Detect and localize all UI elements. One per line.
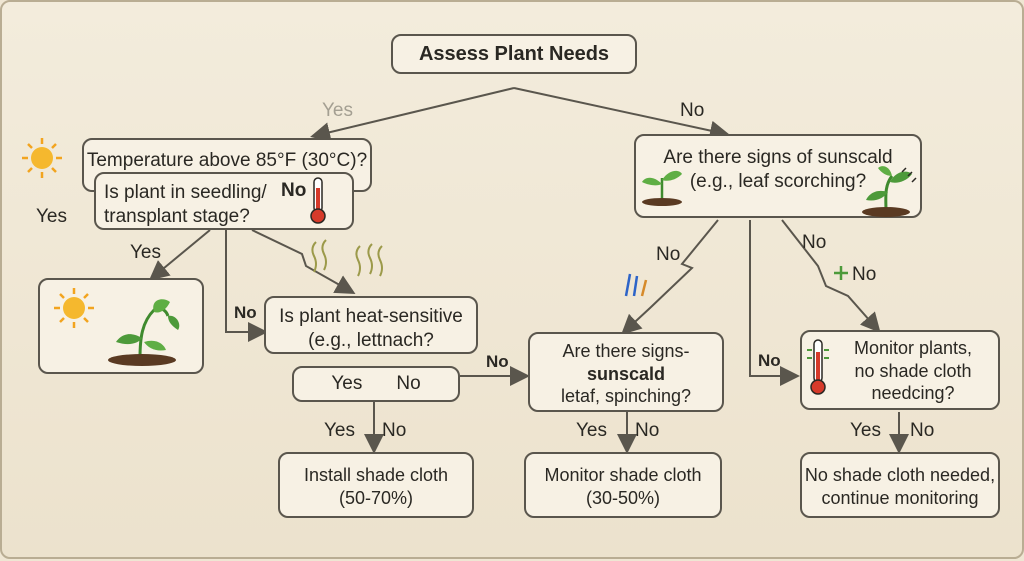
sprout-icon <box>834 266 848 280</box>
title-box: Assess Plant Needs <box>391 34 637 74</box>
node-signs-line1: Are there signs- <box>562 341 690 361</box>
node-yes-no-yes: Yes <box>331 373 363 394</box>
wind-icon <box>624 273 648 297</box>
node-temperature-text: Temperature above 85°F (30°C)? <box>86 150 368 171</box>
node-yes-no-no: No <box>396 373 421 394</box>
node-install-line1: Install shade cloth <box>303 465 449 485</box>
node-no-shade: No shade cloth needed, continue monitori… <box>800 452 1000 518</box>
label-top-no: No <box>680 100 705 121</box>
node-signs-line3: letaf, spinching? <box>560 386 692 406</box>
node-monitor-shade-line1: Monitor shade cloth <box>544 465 702 485</box>
scorched-plant-icon <box>862 166 917 217</box>
thermometer-icon-2 <box>807 339 829 395</box>
node-seedling: Is plant in seedling/ transplant stage? <box>94 172 354 230</box>
edge-seedling-no <box>225 230 268 342</box>
node-sunscald-line2: (e.g., leaf scorching? <box>689 170 867 192</box>
label-sunscald-no4: No <box>758 351 781 370</box>
label-heat-no: No <box>234 303 257 322</box>
edge-title-yes <box>310 87 515 142</box>
node-signs-sunscald: Are there signs- sunscald letaf, spinchi… <box>528 332 724 412</box>
label-seedling-yes: Yes <box>130 242 161 263</box>
node-heat-sensitive: Is plant heat-sensitive (e.g., lettnach? <box>264 296 478 354</box>
node-sunscald-line1: Are there signs of sunscald <box>663 147 893 168</box>
node-sunscald: Are there signs of sunscald (e.g., leaf … <box>634 134 922 218</box>
label-install-no: No <box>382 420 407 441</box>
label-sunscald-no2: No <box>802 232 827 253</box>
edge-seedling-yes <box>148 229 211 281</box>
label-nocloth-yes: Yes <box>850 420 881 441</box>
node-monitor-line1: Monitor plants, <box>853 338 973 358</box>
label-sunscald-no3: No <box>852 264 877 285</box>
node-monitor-shade-line2: (30-50%) <box>585 487 661 508</box>
label-left-yes: Yes <box>36 206 67 227</box>
node-signs-line2: sunscald <box>586 363 666 384</box>
label-monitor-no: No <box>635 420 660 441</box>
wilted-plant-icon <box>54 288 180 366</box>
node-install-shade: Install shade cloth (50-70%) <box>278 452 474 518</box>
node-monitor-plants: Monitor plants, no shade cloth needcing? <box>800 330 1000 410</box>
thermometer-icon <box>310 177 326 224</box>
node-yes-no: Yes No <box>292 366 460 402</box>
node-seedling-line1: Is plant in seedling/ <box>104 182 267 203</box>
edge-sunscald-no3 <box>781 219 881 333</box>
node-no-shade-line2: continue monitoring <box>821 487 979 508</box>
sun-icon <box>22 138 62 178</box>
node-seedling-line2: transplant stage? <box>104 205 250 227</box>
label-top-yes: Yes <box>322 100 353 121</box>
heat-wave-icon <box>311 239 383 277</box>
node-install-line2: (50-70%) <box>338 487 414 508</box>
label-nocloth-no: No <box>910 420 935 441</box>
node-monitor-shade: Monitor shade cloth (30-50%) <box>524 452 722 518</box>
node-heat-line1: Is plant heat-sensitive <box>279 306 463 327</box>
label-sunscald-no1: No <box>656 244 681 265</box>
edge-sunscald-no2 <box>749 220 800 386</box>
node-no-shade-line1: No shade cloth needed, <box>804 465 996 485</box>
label-seedling-no: No <box>281 180 307 201</box>
label-install-yes: Yes <box>324 420 355 441</box>
node-heat-line2: (e.g., lettnach? <box>308 329 434 351</box>
node-monitor-line2: no shade cloth <box>854 360 972 381</box>
edge-seedling-heat <box>251 229 356 294</box>
node-monitor-line3: needcing? <box>871 383 955 403</box>
edge-sunscald-no1 <box>621 219 719 335</box>
seedling-plant-icon <box>642 170 682 206</box>
label-yesno-no: No <box>486 352 509 371</box>
edge-title-no <box>513 87 730 141</box>
label-monitor-yes: Yes <box>576 420 607 441</box>
